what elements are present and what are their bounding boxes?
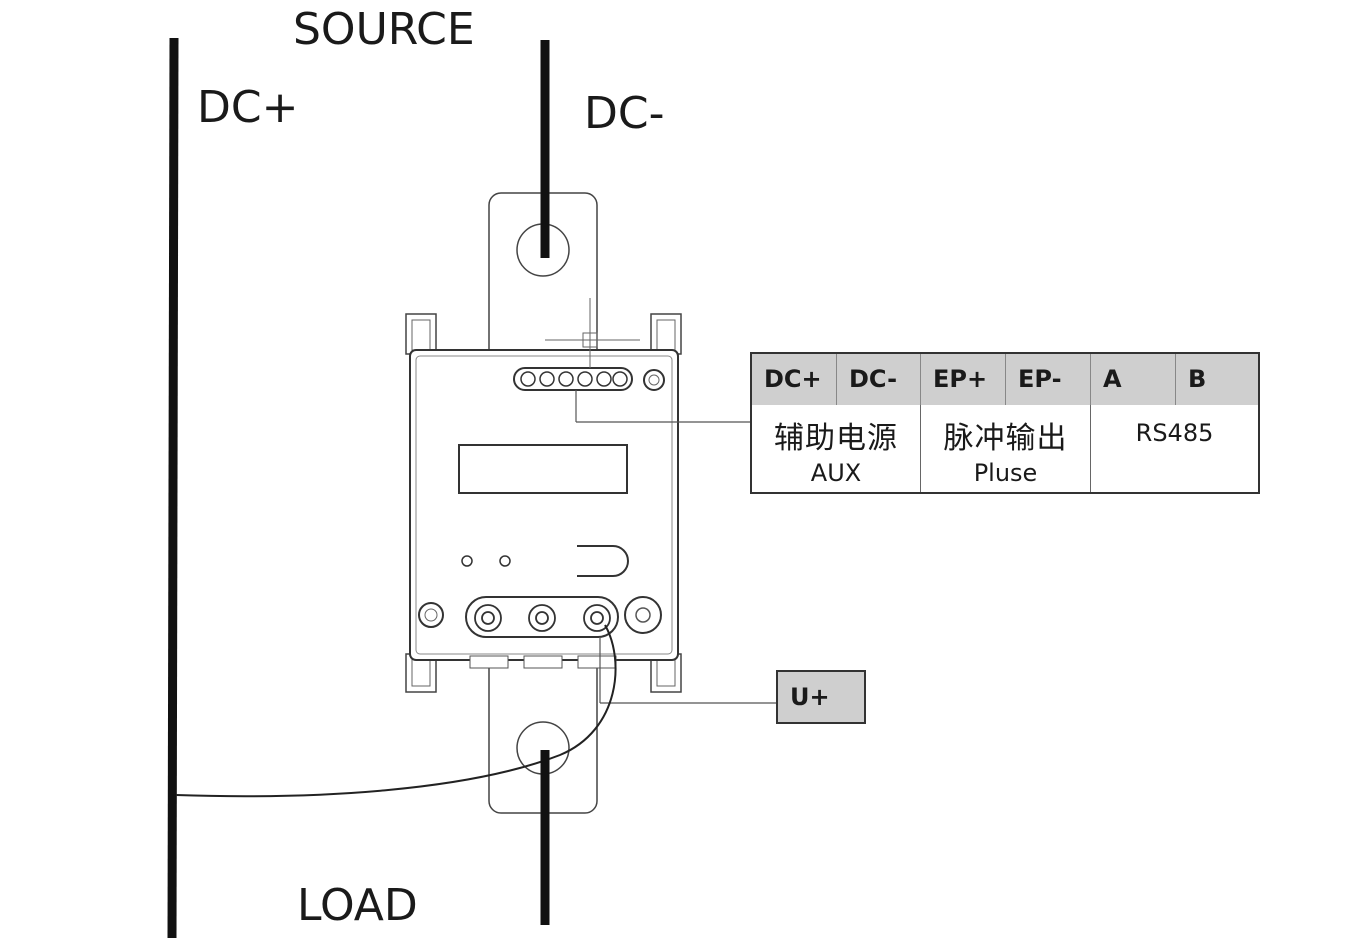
button	[577, 545, 629, 577]
terminal-header: DC+	[752, 354, 837, 405]
top-screw	[643, 369, 665, 391]
terminal-header: A	[1091, 354, 1176, 405]
terminal-group-aux: 辅助电源 AUX	[752, 405, 921, 492]
terminal-group-rs485: RS485	[1091, 405, 1258, 492]
load-label: LOAD	[297, 880, 418, 931]
bottom-terminals	[474, 604, 611, 632]
group-en-label: AUX	[810, 459, 862, 487]
top-terminals	[520, 371, 628, 387]
terminal-header: DC-	[837, 354, 921, 405]
source-label: SOURCE	[293, 4, 475, 55]
led-2	[499, 555, 511, 567]
voltage-terminal-label: U+	[776, 670, 866, 724]
voltage-sense-wire	[175, 624, 617, 798]
dc-plus-label: DC+	[197, 82, 299, 133]
group-zh-label: 辅助电源	[774, 421, 898, 456]
group-en-label: Pluse	[973, 459, 1038, 487]
meter-body	[405, 313, 682, 693]
terminal-header: EP-	[1006, 354, 1091, 405]
terminal-header: EP+	[921, 354, 1006, 405]
lcd-display	[458, 444, 628, 494]
led-1	[461, 555, 473, 567]
terminal-table: DC+ DC- EP+ EP- A B 辅助电源 AUX 脉冲输出 Pluse …	[750, 352, 1260, 494]
dc-minus-label: DC-	[584, 88, 665, 139]
terminal-header: B	[1176, 354, 1258, 405]
group-label: RS485	[1135, 419, 1214, 447]
terminal-group-pulse: 脉冲输出 Pluse	[921, 405, 1091, 492]
dc-plus-busbar	[167, 37, 179, 939]
bottom-left-screw	[418, 602, 444, 628]
group-zh-label: 脉冲输出	[943, 421, 1068, 456]
bottom-right-screw	[624, 596, 662, 634]
